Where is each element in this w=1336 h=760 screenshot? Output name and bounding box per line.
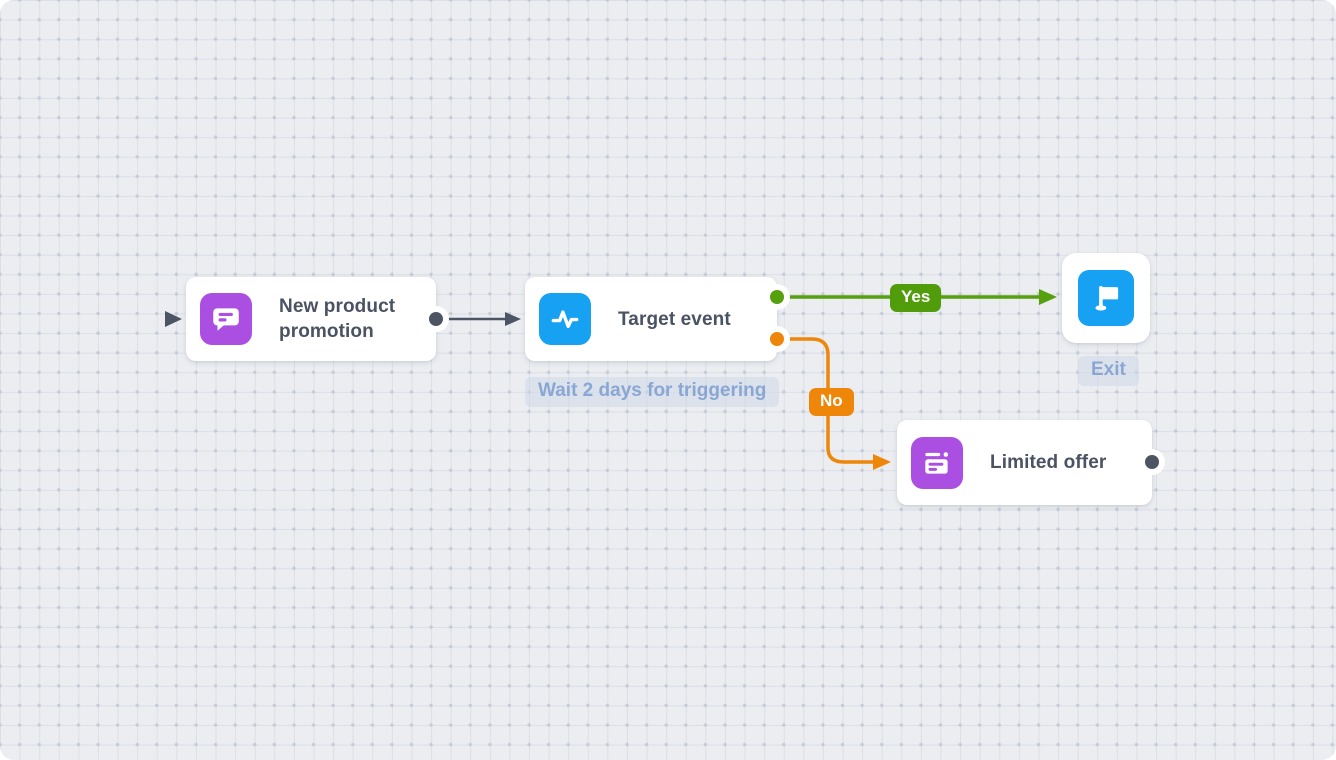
edge-entry[interactable] [8,311,182,327]
wait-note-label: Wait 2 days for triggering [525,377,780,407]
node-limited-offer[interactable]: Limited offer [897,420,1152,505]
arrowhead-target [505,312,521,326]
port-out-limited-offer[interactable] [1145,455,1159,469]
yes-edge-badge[interactable]: Yes [890,284,942,312]
arrowhead-entry [165,311,182,327]
port-out-promotion[interactable] [429,312,443,326]
flag-icon [1078,270,1134,326]
node-new-product-promotion[interactable]: New product promotion [186,277,436,361]
port-out-no[interactable] [770,332,784,346]
node-exit[interactable] [1062,253,1150,343]
arrowhead-yes [1039,289,1057,305]
exit-label: Exit [1078,356,1139,386]
promo-card-icon [911,436,963,489]
port-out-yes[interactable] [770,290,784,304]
no-edge-badge[interactable]: No [809,388,854,416]
node-label: New product promotion [279,296,396,342]
pulse-icon [539,293,591,345]
edge-promotion-to-target[interactable] [446,312,521,326]
arrowhead-no [873,454,891,470]
node-target-event[interactable]: Target event [525,277,777,361]
chat-message-icon [200,293,252,345]
node-label: Target event [618,308,731,330]
node-label: Limited offer [990,452,1107,473]
